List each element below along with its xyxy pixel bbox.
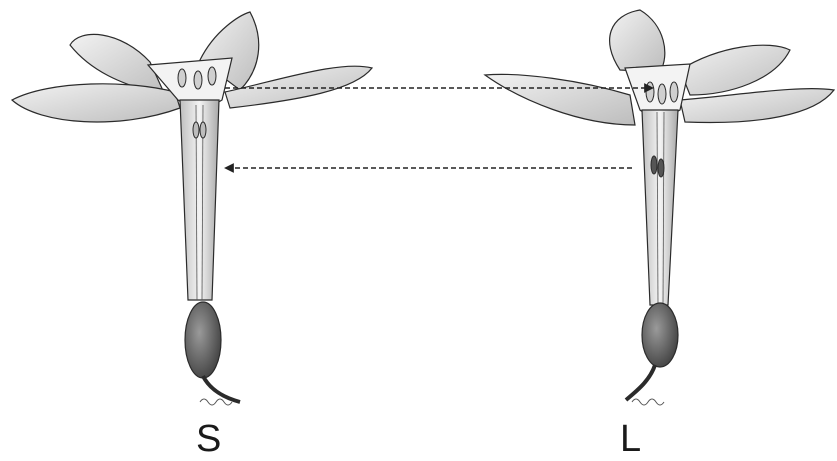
- ovary: [185, 302, 221, 378]
- label-short-style: S: [196, 420, 221, 458]
- stigma: [670, 82, 678, 102]
- anther: [658, 159, 664, 177]
- long-style-flower: [485, 10, 834, 405]
- label-long-style: L: [620, 420, 641, 458]
- artist-signature: [200, 399, 232, 405]
- petal: [485, 74, 635, 125]
- pedicel: [626, 365, 655, 400]
- pedicel: [203, 376, 240, 402]
- stigma: [646, 82, 654, 102]
- stigma: [193, 122, 199, 138]
- artist-signature: [632, 399, 664, 405]
- stigma: [200, 122, 206, 138]
- petal: [12, 84, 180, 122]
- corolla-throat: [625, 64, 690, 116]
- ovary: [642, 303, 678, 367]
- corolla-tube: [642, 110, 678, 305]
- anther: [208, 67, 216, 85]
- short-style-flower: [12, 12, 372, 405]
- anther: [651, 156, 657, 174]
- anther: [194, 71, 202, 89]
- petal: [610, 10, 665, 72]
- petal: [680, 45, 790, 95]
- anther: [178, 69, 186, 87]
- stigma: [658, 84, 666, 104]
